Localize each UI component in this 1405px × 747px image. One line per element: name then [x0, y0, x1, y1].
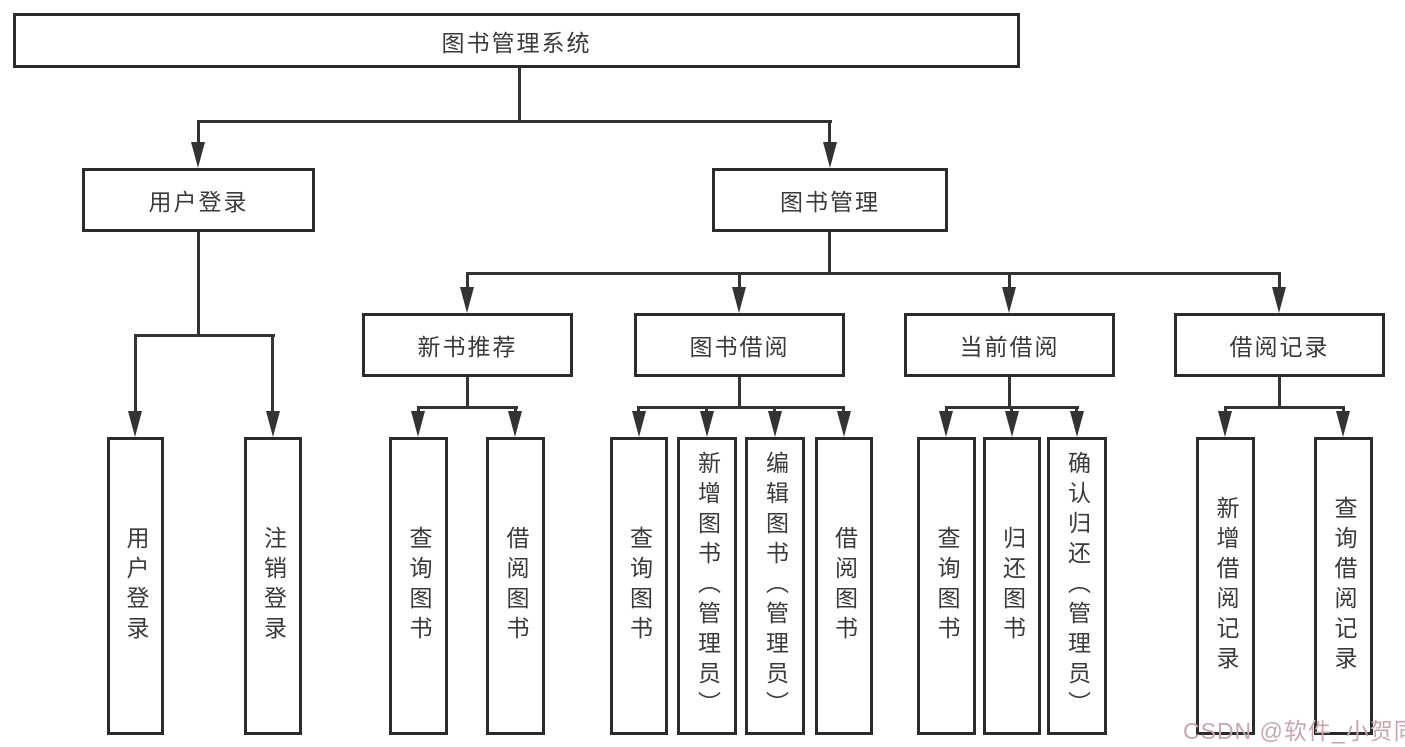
connector-stem-new-book	[466, 272, 469, 290]
leaf-label: 归还图书	[999, 526, 1026, 646]
leaf-label: 借阅图书	[503, 526, 529, 646]
connector-stem-leaf	[271, 334, 274, 414]
connector-groupB-trunk	[738, 377, 741, 408]
node-label: 借阅记录	[1229, 334, 1330, 360]
leaf-logout: 注销登录	[244, 437, 302, 735]
arrow-down-icon	[700, 411, 714, 437]
connector-mgmt-trunk	[828, 232, 831, 275]
leaf-label: 确认归还（管理员）	[1064, 451, 1091, 721]
leaf-edit-books-admin: 编辑图书（管理员）	[745, 437, 805, 735]
leaf-query-borrow-record: 查询借阅记录	[1314, 437, 1373, 735]
arrow-down-icon	[508, 411, 522, 437]
node-label: 图书管理系统	[441, 29, 592, 56]
arrow-down-icon	[411, 411, 425, 437]
node-label: 当前借阅	[959, 334, 1060, 360]
node-current-borrowing: 当前借阅	[904, 313, 1115, 377]
connector-stem-book-borrow	[738, 272, 741, 290]
leaf-query-books-current: 查询图书	[917, 437, 976, 735]
connector-stem-borrow-records	[1278, 272, 1281, 290]
leaf-label: 新增借阅记录	[1213, 496, 1239, 676]
node-book-management: 图书管理	[712, 168, 948, 232]
connector-stem-leaf	[637, 406, 640, 414]
connector-stem-leaf	[1224, 406, 1227, 414]
node-library-management-system: 图书管理系统	[13, 13, 1020, 68]
leaf-confirm-return-admin: 确认归还（管理员）	[1047, 437, 1107, 735]
connector-stem-leaf	[945, 406, 948, 414]
leaf-return-books: 归还图书	[983, 437, 1041, 735]
arrow-down-icon	[823, 142, 837, 168]
arrow-down-icon	[191, 142, 205, 168]
arrow-down-icon	[266, 411, 280, 437]
connector-stem-leaf	[773, 406, 776, 414]
arrow-down-icon	[732, 287, 746, 313]
connector-login-trunk	[197, 232, 200, 337]
arrow-down-icon	[1002, 287, 1016, 313]
connector-groupB-crossbar	[637, 406, 845, 409]
node-user-login: 用户登录	[82, 168, 315, 232]
node-label: 新书推荐	[417, 334, 518, 360]
leaf-borrow-books-recommend: 借阅图书	[486, 437, 545, 735]
connector-stem-leaf	[1075, 406, 1078, 414]
arrow-down-icon	[632, 411, 646, 437]
leaf-query-books-borrow: 查询图书	[610, 437, 668, 735]
leaf-user-login: 用户登录	[107, 437, 164, 735]
leaf-label: 借阅图书	[831, 526, 858, 646]
connector-mgmt-crossbar	[466, 272, 1281, 275]
connector-stem-leaf	[705, 406, 708, 414]
leaf-add-borrow-record: 新增借阅记录	[1196, 437, 1255, 735]
connector-stem-leaf	[514, 406, 517, 414]
leaf-label: 注销登录	[260, 526, 287, 646]
leaf-label: 新增图书（管理员）	[694, 451, 721, 721]
leaf-label: 查询图书	[406, 526, 432, 646]
leaf-label: 用户登录	[123, 526, 149, 646]
connector-stem-leaf	[417, 406, 420, 414]
connector-groupC-trunk	[1008, 377, 1011, 408]
leaf-add-books-admin: 新增图书（管理员）	[677, 437, 737, 735]
connector-stem-leaf	[842, 406, 845, 414]
connector-root-trunk	[518, 68, 521, 123]
arrow-down-icon	[1218, 411, 1232, 437]
connector-root-crossbar	[197, 120, 832, 123]
connector-stem-book-management	[828, 120, 831, 145]
node-label: 用户登录	[148, 189, 249, 215]
node-book-borrowing: 图书借阅	[634, 313, 845, 377]
arrow-down-icon	[1336, 411, 1350, 437]
arrow-down-icon	[128, 411, 142, 437]
arrow-down-icon	[1005, 411, 1019, 437]
leaf-label: 查询借阅记录	[1331, 496, 1357, 676]
node-label: 图书借阅	[689, 334, 790, 360]
arrow-down-icon	[939, 411, 953, 437]
arrow-down-icon	[460, 287, 474, 313]
connector-groupD-trunk	[1278, 377, 1281, 408]
node-label: 图书管理	[780, 189, 880, 215]
node-new-book-recommendation: 新书推荐	[362, 313, 573, 377]
node-borrowing-records: 借阅记录	[1174, 313, 1385, 377]
connector-login-crossbar	[134, 334, 275, 337]
leaf-borrow-books: 借阅图书	[815, 437, 873, 735]
leaf-label: 查询图书	[934, 526, 960, 646]
leaf-query-books-recommend: 查询图书	[389, 437, 448, 735]
connector-stem-leaf	[1342, 406, 1345, 414]
connector-stem-leaf	[134, 334, 137, 414]
connector-groupD-crossbar	[1224, 406, 1345, 409]
arrow-down-icon	[768, 411, 782, 437]
arrow-down-icon	[1272, 287, 1286, 313]
leaf-label: 编辑图书（管理员）	[762, 451, 789, 721]
leaf-label: 查询图书	[626, 526, 653, 646]
connector-groupA-trunk	[466, 377, 469, 408]
arrow-down-icon	[837, 411, 851, 437]
connector-stem-leaf	[1010, 406, 1013, 414]
connector-stem-user-login	[197, 120, 200, 145]
connector-groupA-crossbar	[417, 406, 518, 409]
csdn-watermark: CSDN @软件_小贺同学	[1183, 718, 1405, 744]
connector-stem-current-borrow	[1008, 272, 1011, 290]
arrow-down-icon	[1070, 411, 1084, 437]
